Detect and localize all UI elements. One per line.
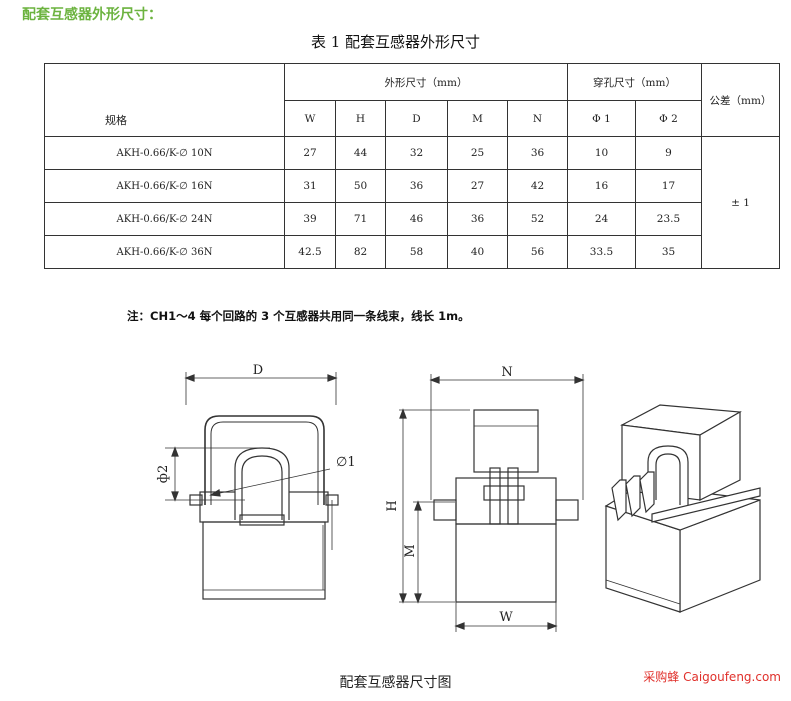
model-cell: AKH-0.66/K-∅ 10N (44, 136, 285, 170)
value-cell: 27 (284, 136, 336, 170)
front-view (165, 372, 339, 600)
value-cell: 46 (385, 202, 448, 236)
value-cell: 44 (335, 136, 386, 170)
col-w: W (284, 100, 336, 137)
side-view (399, 374, 585, 632)
model-cell: AKH-0.66/K-∅ 24N (44, 202, 285, 236)
value-cell: 52 (507, 202, 568, 236)
col-phi2: Φ 2 (635, 100, 702, 137)
col-h: H (335, 100, 386, 137)
value-cell: 31 (284, 169, 336, 203)
label-phi1: ∅1 (336, 455, 356, 470)
value-cell: 71 (335, 202, 386, 236)
table-row: AKH-0.66/K-∅ 24N 39 71 46 36 52 24 23.5 (44, 202, 780, 236)
spec-header: 规格 (44, 63, 285, 137)
label-w: W (499, 610, 513, 625)
value-cell: 58 (385, 235, 448, 269)
value-cell: 27 (447, 169, 508, 203)
value-cell: 82 (335, 235, 386, 269)
col-n: N (507, 100, 568, 137)
value-cell: 10 (567, 136, 636, 170)
label-m: M (403, 544, 418, 557)
value-cell: 16 (567, 169, 636, 203)
table-row: AKH-0.66/K-∅ 16N 31 50 36 27 42 16 17 (44, 169, 780, 203)
value-cell: 9 (635, 136, 702, 170)
label-d: D (253, 363, 263, 378)
value-cell: 36 (385, 169, 448, 203)
tolerance-cell: ± 1 (701, 136, 780, 269)
value-cell: 35 (635, 235, 702, 269)
value-cell: 40 (447, 235, 508, 269)
value-cell: 32 (385, 136, 448, 170)
label-phi2: ф2 (156, 465, 171, 483)
isometric-view (604, 404, 761, 613)
table-row: AKH-0.66/K-∅ 36N 42.5 82 58 40 56 33.5 3… (44, 235, 780, 269)
value-cell: 42.5 (284, 235, 336, 269)
outer-dims-header: 外形尺寸（mm） (284, 63, 568, 101)
wiring-note: 注：CH1～4 每个回路的 3 个互感器共用同一条线束，线长 1m。 (127, 309, 470, 323)
value-cell: 33.5 (567, 235, 636, 269)
value-cell: 24 (567, 202, 636, 236)
value-cell: 39 (284, 202, 336, 236)
dimension-drawings: D ∅1 ф2 (156, 363, 761, 632)
model-cell: AKH-0.66/K-∅ 16N (44, 169, 285, 203)
value-cell: 25 (447, 136, 508, 170)
value-cell: 23.5 (635, 202, 702, 236)
watermark: 采购蜂 Caigoufeng.com (643, 670, 781, 684)
table-caption: 表 1 配套互感器外形尺寸 (310, 33, 481, 51)
label-h: H (385, 500, 400, 511)
dimension-table: 规格 外形尺寸（mm） 穿孔尺寸（mm） 公差（mm） W H D M N Φ … (44, 63, 780, 269)
col-m: M (447, 100, 508, 137)
table-row: AKH-0.66/K-∅ 10N 27 44 32 25 36 10 9 ± 1 (44, 136, 780, 269)
value-cell: 36 (507, 136, 568, 170)
hole-dims-header: 穿孔尺寸（mm） (567, 63, 702, 101)
model-cell: AKH-0.66/K-∅ 36N (44, 235, 285, 269)
value-cell: 56 (507, 235, 568, 269)
section-heading: 配套互感器外形尺寸： (22, 7, 162, 23)
value-cell: 17 (635, 169, 702, 203)
value-cell: 50 (335, 169, 386, 203)
label-n: N (501, 365, 512, 380)
value-cell: 42 (507, 169, 568, 203)
col-phi1: Φ 1 (567, 100, 636, 137)
drawing-caption: 配套互感器尺寸图 (339, 675, 452, 691)
tolerance-header: 公差（mm） (701, 63, 780, 137)
value-cell: 36 (447, 202, 508, 236)
col-d: D (385, 100, 448, 137)
